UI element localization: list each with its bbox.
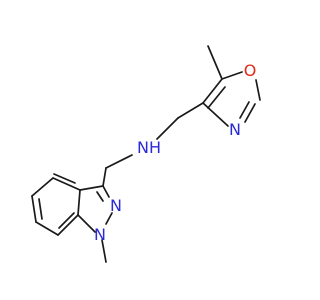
atom-indazole-n1: N (94, 225, 106, 244)
atom-oxazole-nitrogen: N (229, 120, 241, 139)
bond-c7a-c3a (77, 189, 81, 216)
molecule-structure: O N N H N N (31, 45, 261, 263)
bond-c5-methyl (207, 45, 223, 80)
bond-n1-methyl (101, 239, 107, 263)
molecule-canvas: O N N H N N (31, 45, 261, 263)
bond-o1-c2 (255, 79, 261, 101)
bond-c4-c5b (31, 177, 54, 197)
bond-c5-o1 (221, 71, 243, 80)
bond-c5-c6-double (38, 198, 43, 220)
atom-oxazole-oxygen: O (244, 61, 257, 80)
bond-n3-c4 (202, 102, 229, 127)
bond-c5-c6 (31, 195, 37, 223)
atom-indazole-n2: N (110, 196, 122, 215)
bond-c7-c7a-double (58, 212, 75, 229)
benzene-ring (31, 173, 81, 236)
bond-c3a-c3 (79, 185, 104, 191)
bond-c4-c5-double (207, 86, 226, 109)
bond-n2-n1 (105, 212, 113, 225)
pyrazole-ring (77, 185, 113, 233)
bond-c3-n2-double (96, 191, 104, 202)
atom-amine-hydrogen: H (149, 138, 161, 157)
oxazole-ring (202, 71, 261, 127)
bond-ch2-c3 (102, 167, 107, 187)
bond-c3-n2 (102, 185, 110, 198)
atom-amine-nitrogen: N (137, 138, 149, 157)
bond-c4-c5 (202, 78, 223, 104)
bond-c2-n3 (244, 103, 256, 123)
bond-ch2-nh (156, 117, 179, 140)
bond-c3a-c4-double (53, 173, 76, 184)
bond-c6-c7 (35, 221, 59, 236)
bond-n1-c7a (77, 214, 96, 233)
bond-nh-ch2 (105, 154, 133, 169)
bond-c7-c7a (57, 214, 79, 236)
bond-c2-n3-double (239, 101, 250, 119)
bond-c3a-c4 (52, 177, 81, 191)
bond-c4-ch2 (177, 102, 204, 119)
